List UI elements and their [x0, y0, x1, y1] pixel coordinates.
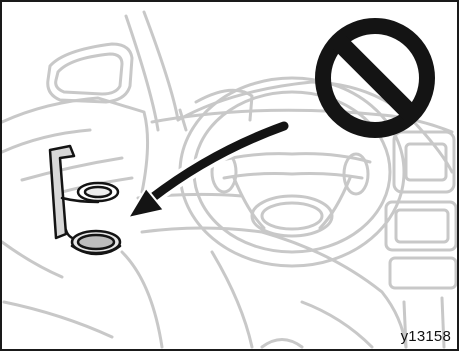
side-mirror [48, 44, 132, 102]
cup-holder [50, 146, 120, 254]
figure-code-label: y13158 [401, 328, 451, 345]
steering-wheel [180, 78, 404, 266]
car-interior-illustration [2, 2, 457, 349]
